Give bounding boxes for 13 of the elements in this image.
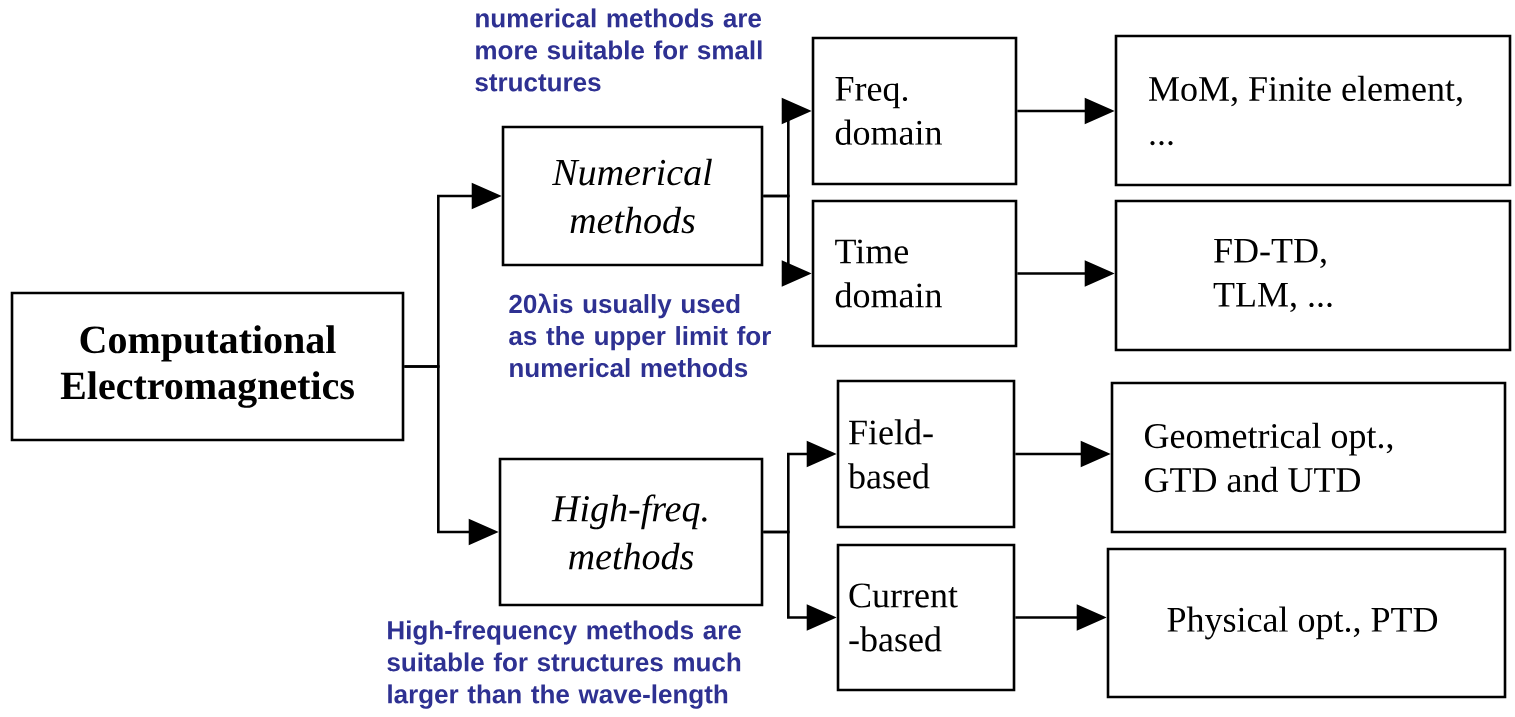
process-box: High-freq. methods xyxy=(498,457,764,607)
process-box: MoM, Finite element, ... xyxy=(1114,34,1512,187)
annotation-text: numerical methods are more suitable for small structures xyxy=(475,8,762,92)
process-box: FD-TD, TLM, ... xyxy=(1114,199,1512,352)
process-box: Time domain xyxy=(811,199,1018,348)
annotation-text: 20λis usually used as the upper limit for numerical methods xyxy=(509,293,771,378)
process-box: Current -based xyxy=(836,543,1016,692)
process-box: Field- based xyxy=(836,379,1016,529)
process-box: Numerical methods xyxy=(501,125,764,267)
process-box: Computational Electromagnetics xyxy=(10,291,405,442)
process-box: Geometrical opt., GTD and UTD xyxy=(1110,381,1507,534)
process-box: Physical opt., PTD xyxy=(1106,547,1507,699)
process-box: Freq. domain xyxy=(811,36,1018,186)
